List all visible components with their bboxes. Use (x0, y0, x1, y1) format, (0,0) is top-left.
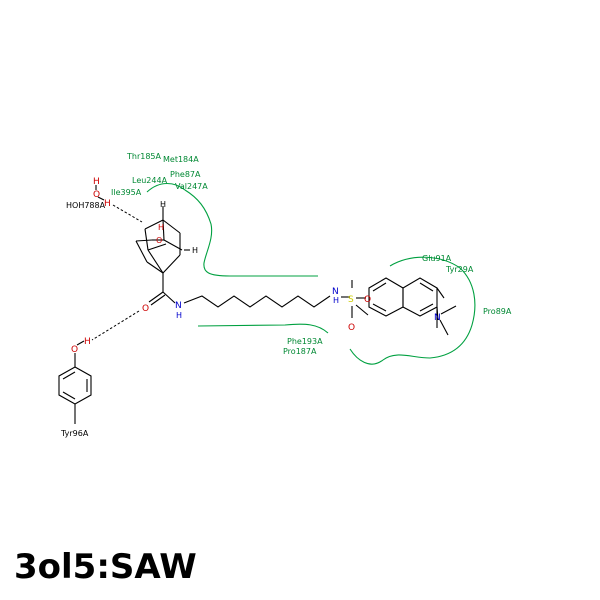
contact-arc-upper-left (146, 182, 318, 277)
atom-label-cage-hydroxyl-h: H (158, 223, 164, 232)
atom-label-amide-h: H (176, 311, 182, 320)
atom-label-cage-h2: H (192, 246, 198, 255)
contact-arc-lower (197, 323, 329, 334)
amide-chain (148, 291, 350, 308)
residue-label-ile395a: Ile395A (111, 188, 142, 197)
page-title: 3ol5:SAW (14, 547, 197, 587)
residue-label-pro187a: Pro187A (283, 347, 317, 356)
residue-label-tyr96a: Tyr96A (60, 429, 89, 438)
adamantane-cage (135, 206, 190, 292)
atom-label-amide-n: N (175, 301, 182, 311)
residue-label-thr185a: Thr185A (126, 152, 162, 161)
atom-label-sulfonamide-n: N (332, 287, 339, 297)
atom-label-sulfur: S (348, 295, 354, 305)
water-bond-oh2 (97, 196, 105, 201)
atom-label-tyr-h: H (84, 337, 91, 347)
atom-label-water-o: O (93, 190, 100, 200)
atom-label-amide-o: O (142, 304, 149, 314)
atom-label-sulfonyl-o2: O (348, 323, 355, 333)
residue-label-hoh788a: HOH788A (66, 201, 106, 210)
naphthalene-ring (368, 277, 445, 328)
atom-label-cage-h1: H (160, 200, 166, 209)
hbond-tyr96 (91, 310, 140, 341)
atom-label-cage-hydroxyl-o: O (156, 236, 162, 245)
hbond-water (112, 204, 143, 223)
atom-label-sulfonamide-h: H (333, 296, 339, 305)
atom-label-dimethyl-n: N (434, 313, 441, 323)
sulfonyl-group (351, 280, 369, 318)
atom-label-tyr-o: O (71, 345, 78, 355)
residue-label-tyr29a: Tyr29A (445, 265, 474, 274)
residue-label-phe87a: Phe87A (170, 170, 201, 179)
residue-label-leu244a: Leu244A (132, 176, 168, 185)
dimethylamino-group (436, 305, 457, 336)
residue-label-glu91a: Glu91A (422, 254, 452, 263)
residue-label-pro89a: Pro89A (483, 307, 512, 316)
residue-label-val247a: Val247A (175, 182, 208, 191)
atom-label-water-h2: H (104, 199, 111, 209)
atom-label-sulfonyl-o1: O (364, 295, 371, 305)
contact-arc-right (349, 256, 476, 365)
residue-label-met184a: Met184A (163, 155, 199, 164)
atom-label-water-h1: H (93, 177, 100, 187)
residue-label-phe193a: Phe193A (287, 337, 323, 346)
tyr96-ring (58, 340, 92, 424)
